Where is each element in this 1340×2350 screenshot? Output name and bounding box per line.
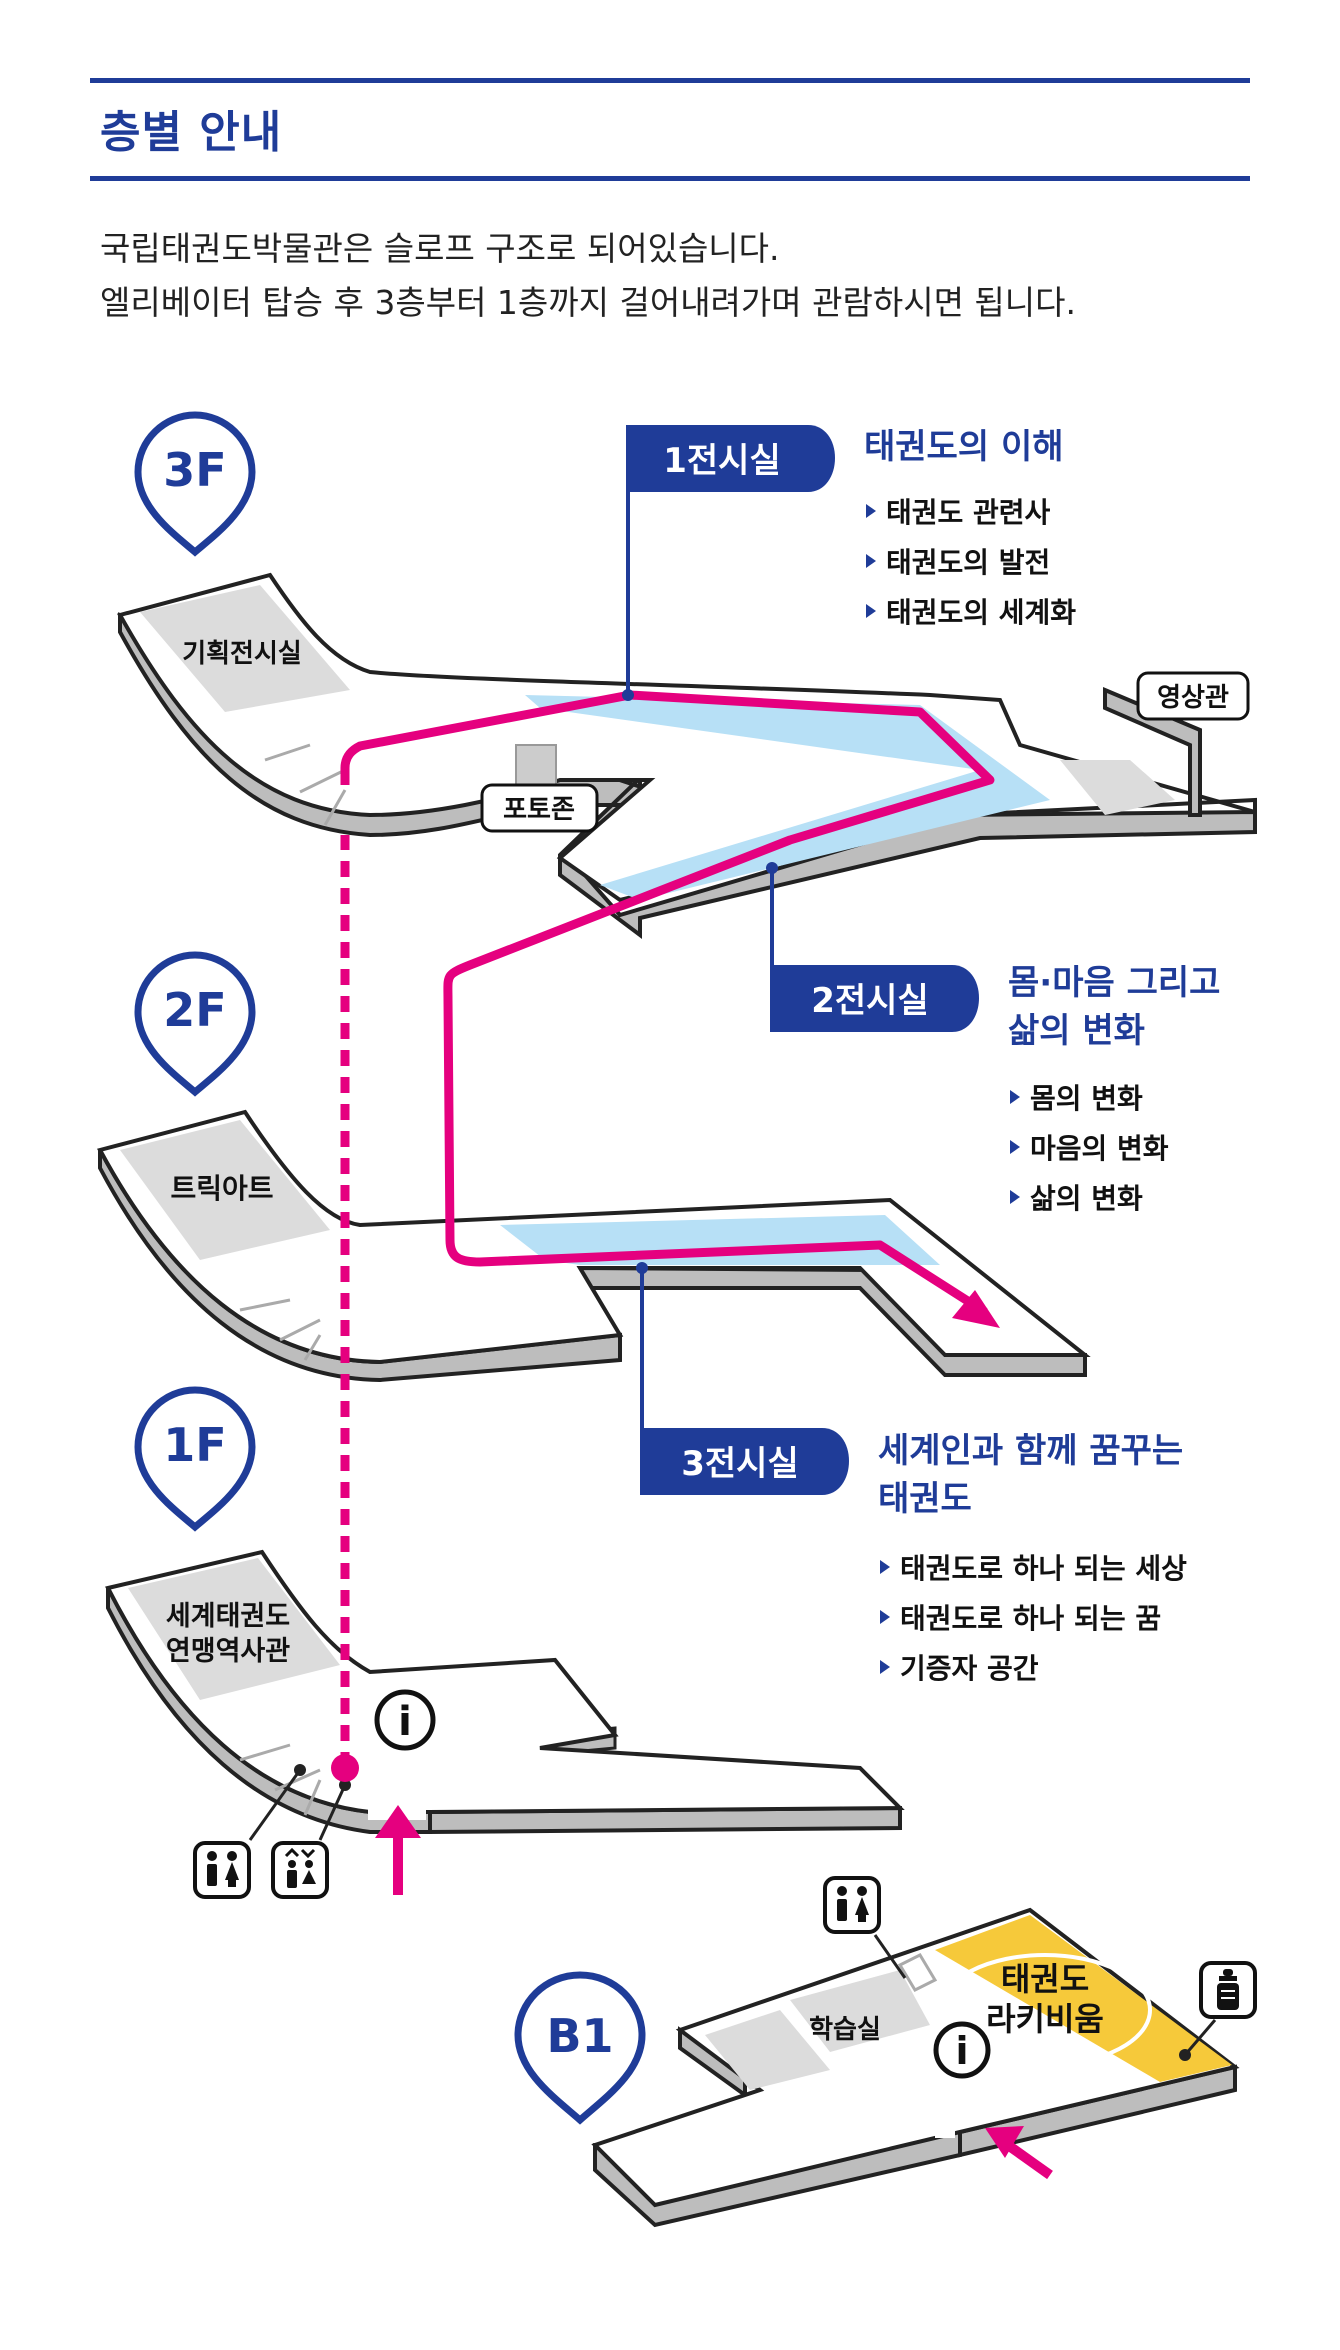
room-label-theater: 영상관 bbox=[1157, 683, 1229, 713]
floor-3f-pin-icon: 3F bbox=[134, 411, 256, 557]
room-label-larchiveum-2: 라키비움 bbox=[986, 2000, 1104, 2038]
room-label-special-exhibition: 기획전시실 bbox=[182, 639, 302, 669]
1f-entrance-arrow bbox=[375, 1805, 421, 1838]
floor-2f-pin-icon: 2F bbox=[134, 951, 256, 1097]
b1-info-icon: i bbox=[933, 2021, 991, 2079]
elevator-start-marker bbox=[331, 1754, 359, 1782]
bullet-icon bbox=[1010, 1140, 1020, 1154]
bullet-icon bbox=[866, 604, 876, 618]
floor-b1-label: B1 bbox=[546, 2009, 613, 2063]
gallery-2-title-line-2: 삶의 변화 bbox=[1008, 1011, 1145, 1051]
route-arrow-head bbox=[952, 1290, 1000, 1328]
floor-2f-label: 2F bbox=[163, 983, 226, 1037]
gallery-1-item: 태권도의 발전 bbox=[886, 546, 1050, 579]
floor-1f-label: 1F bbox=[163, 1418, 226, 1472]
gallery-2-item: 삶의 변화 bbox=[1030, 1182, 1143, 1215]
bullet-icon bbox=[880, 1660, 890, 1674]
room-label-federation-2: 연맹역사관 bbox=[166, 1636, 290, 1667]
intro-line-2: 엘리베이터 탑승 후 3층부터 1층까지 걸어내려가며 관람하시면 됩니다. bbox=[100, 283, 1076, 322]
floor-1f-plan bbox=[105, 1549, 905, 1835]
gallery-2-item: 마음의 변화 bbox=[1030, 1132, 1169, 1165]
gallery-3-callout: 3전시실 세계인과 함께 꿈꾸는 태권도 태권도로 하나 되는 세상 태권도로 … bbox=[636, 1262, 1187, 1685]
bullet-icon bbox=[866, 504, 876, 518]
b1-nursing-room-icon bbox=[1199, 1961, 1257, 2019]
gallery-1-tag: 1전시실 bbox=[663, 441, 781, 481]
gallery-3-item: 태권도로 하나 되는 꿈 bbox=[900, 1602, 1161, 1635]
floor-b1-plan bbox=[591, 1907, 1240, 2228]
1f-info-icon: i bbox=[374, 1689, 436, 1751]
gallery-2-tag: 2전시실 bbox=[811, 981, 929, 1021]
gallery-1-callout: 1전시실 태권도의 이해 태권도 관련사 태권도의 발전 태권도의 세계화 bbox=[622, 425, 1076, 701]
3f-gallery-1-zone bbox=[525, 695, 1050, 900]
header-top-rule bbox=[90, 78, 1250, 83]
floor-2f-plan bbox=[97, 1109, 1091, 1383]
gallery-3-tag: 3전시실 bbox=[681, 1444, 799, 1484]
gallery-3-item: 태권도로 하나 되는 세상 bbox=[900, 1552, 1187, 1585]
visitor-route bbox=[331, 690, 1053, 2180]
gallery-2-title-line-1: 몸·마음 그리고 bbox=[1008, 963, 1220, 1003]
svg-text:i: i bbox=[398, 1699, 412, 1745]
bullet-icon bbox=[1010, 1090, 1020, 1104]
1f-accessible-restroom-icon bbox=[271, 1841, 329, 1899]
bullet-icon bbox=[1010, 1190, 1020, 1204]
room-label-larchiveum-1: 태권도 bbox=[1001, 1960, 1089, 1998]
bullet-icon bbox=[880, 1560, 890, 1574]
2f-trick-art-room bbox=[120, 1120, 330, 1260]
b1-restroom-icon bbox=[823, 1876, 881, 1934]
gallery-2-callout: 2전시실 몸·마음 그리고 삶의 변화 몸의 변화 마음의 변화 삶의 변화 bbox=[766, 862, 1220, 1215]
gallery-2-item: 몸의 변화 bbox=[1030, 1082, 1143, 1115]
svg-text:i: i bbox=[955, 2029, 968, 2073]
room-label-trick-art: 트릭아트 bbox=[170, 1172, 273, 1205]
route-path-line bbox=[340, 690, 995, 1316]
1f-restroom-icon bbox=[193, 1841, 251, 1899]
floor-3f-label: 3F bbox=[163, 443, 226, 497]
floor-1f-pin-icon: 1F bbox=[134, 1386, 256, 1532]
gallery-3-title-line-1: 세계인과 함께 꿈꾸는 bbox=[878, 1431, 1183, 1471]
page-title: 층별 안내 bbox=[100, 107, 283, 158]
1f-federation-history-room bbox=[128, 1558, 340, 1700]
3f-special-exhibition-room bbox=[140, 585, 350, 712]
bullet-icon bbox=[880, 1610, 890, 1624]
b1-entrance-arrow bbox=[985, 2126, 1024, 2158]
header-bottom-rule bbox=[90, 176, 1250, 181]
gallery-3-title-line-2: 태권도 bbox=[878, 1479, 972, 1519]
room-label-study-room: 학습실 bbox=[809, 2015, 881, 2045]
bullet-icon bbox=[866, 554, 876, 568]
room-label-federation-1: 세계태권도 bbox=[166, 1601, 290, 1632]
room-label-photo-zone: 포토존 bbox=[503, 795, 575, 825]
intro-line-1: 국립태권도박물관은 슬로프 구조로 되어있습니다. bbox=[100, 229, 780, 268]
gallery-3-item: 기증자 공간 bbox=[900, 1652, 1039, 1685]
gallery-1-item: 태권도의 세계화 bbox=[886, 596, 1076, 629]
gallery-1-item: 태권도 관련사 bbox=[886, 496, 1051, 529]
floor-b1-pin-icon: B1 bbox=[514, 1971, 646, 2125]
gallery-1-title: 태권도의 이해 bbox=[864, 427, 1064, 467]
